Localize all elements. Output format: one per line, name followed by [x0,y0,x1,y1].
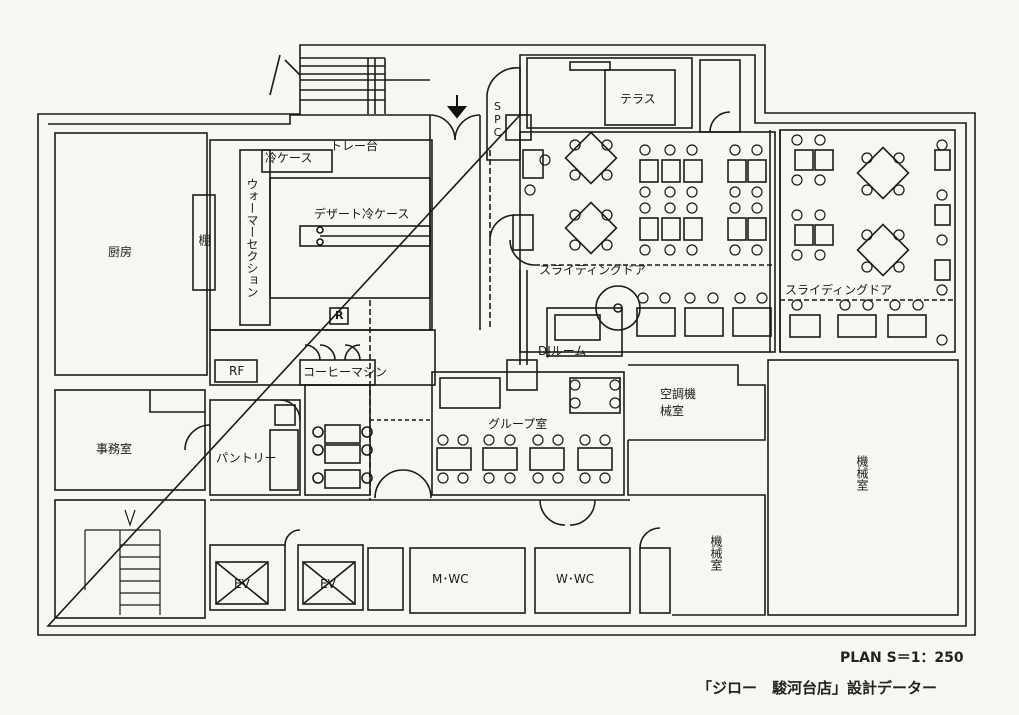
mwc-label: M･WC [432,572,469,586]
shelf [192,194,216,291]
terrace-area [526,57,693,129]
machine-room-large [767,359,959,616]
wwc-label: W･WC [556,572,595,586]
outer-wall [37,44,976,636]
chairs-round [569,139,905,273]
group-room-label: グループ室 [488,417,548,431]
coffee-machine-label: コーヒーマシン [303,365,388,379]
office-label: 事務室 [96,442,133,456]
plan-scale-caption: PLAN S＝1：250 [840,650,964,666]
wwc-room [534,547,631,614]
entrance-stairs [269,54,430,114]
inner-wall [46,54,967,627]
dessert-case-label: デザート冷ケース [314,207,410,221]
sliding-door-label-2: スライディングドア [785,283,893,297]
ev-2-label: EV [320,577,336,591]
warmer-section-label: ウォーマーセクション [245,178,259,298]
cold-case-label: 冷ケース [265,151,313,165]
stair-well [54,499,206,619]
office-room [54,389,206,491]
shelf-label: 棚 [197,234,211,246]
group-room [431,371,625,496]
kitchen-room [54,132,208,376]
chairs-grid [524,134,948,346]
ev-2-car [302,561,356,605]
pantry-label: パントリー [216,451,277,465]
tray-stand-label: トレー台 [330,139,379,153]
machine-room-label-large: 機械室 [855,455,869,491]
spc-label: SPC [491,100,504,139]
mwc-room [409,547,526,614]
rf-label: RF [229,364,245,378]
machine-room-label-small: 機械室 [709,535,723,571]
main-dining [519,131,776,353]
machine-room-small [672,494,766,616]
r-box [329,307,349,325]
entrance-arrow-icon [446,95,468,119]
pantry-room [209,399,301,496]
kitchen-label: 厨房 [108,245,133,259]
hvac-room [628,364,766,441]
r-mark: R [335,309,344,322]
ev-1-label: EV [234,577,250,591]
sliding-door-label-1: スライディングドア [539,263,647,277]
ev-1-car [215,561,269,605]
plan-title-caption: 「ジロー 駿河台店」設計データー [697,679,938,697]
dj-room [546,307,623,357]
terrace-label: テラス [620,92,656,106]
square-tables [512,149,951,338]
hvac-room-label: 空調機械室 [660,387,697,418]
dj-room-label: DJルーム [538,344,587,358]
